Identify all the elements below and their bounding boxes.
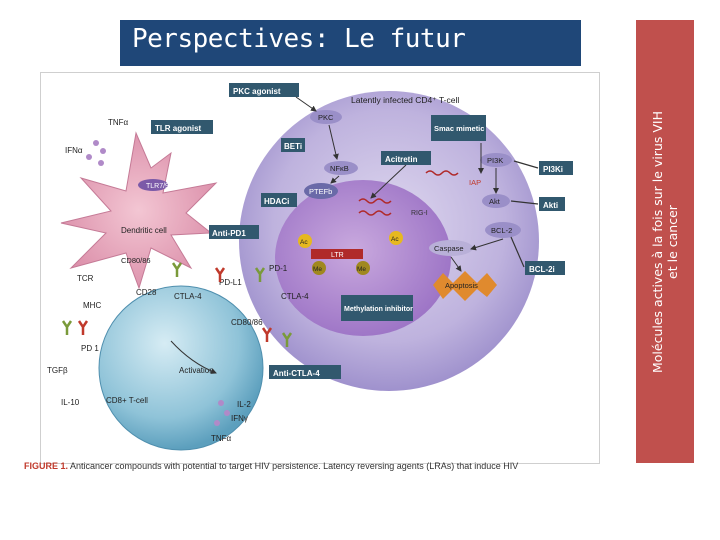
caption-label: FIGURE 1.: [24, 461, 69, 471]
drug-smac-mimetic: Smac mimetic: [434, 124, 484, 133]
tnfa-label: TNFα: [108, 118, 129, 127]
nfkb-label: NFκB: [330, 164, 349, 173]
pi3k-label: PI3K: [487, 156, 503, 165]
apoptosis-label: Apoptosis: [445, 281, 478, 290]
ptefb-label: PTEFb: [309, 187, 332, 196]
figure-frame: Latently infected CD4⁺ T-cell TLR7/9 Den…: [40, 72, 600, 464]
side-note-line2: et le cancer: [665, 205, 680, 279]
il10-label: IL-10: [61, 398, 80, 407]
drug-bcl2i: BCL-2i: [529, 265, 555, 274]
drug-akti: Akti: [543, 201, 558, 210]
drug-anti-ctla4: Anti-CTLA-4: [273, 369, 320, 378]
drug-hdaci: HDACi: [264, 197, 289, 206]
tlr-label: TLR7/9: [146, 183, 169, 190]
iap-label: IAP: [469, 178, 481, 187]
figure-caption: FIGURE 1. Anticancer compounds with pote…: [24, 461, 614, 471]
pd1-label: PD-1: [269, 264, 288, 273]
dendritic-cell: [60, 131, 218, 290]
dendritic-cell-label: Dendritic cell: [121, 226, 167, 235]
cd28-label: CD28: [136, 288, 157, 297]
ifng-label: IFNγ: [231, 414, 248, 423]
slide-title: Perspectives: Le futur: [132, 24, 466, 54]
bcl2-label: BCL-2: [491, 226, 512, 235]
ac-label-2: Ac: [391, 236, 399, 243]
pkc-label: PKC: [318, 113, 334, 122]
tnfa-label-cd8: TNFα: [211, 434, 232, 443]
hiv-cancer-diagram: Latently infected CD4⁺ T-cell TLR7/9 Den…: [47, 83, 573, 451]
cd80-86-label-latent: CD80/86: [231, 318, 263, 327]
ctla4-label-latent: CTLA-4: [281, 292, 309, 301]
rigi-label: RIG-I: [411, 210, 428, 217]
cd8-cell-label: CD8+ T-cell: [106, 396, 148, 405]
drug-pkc-agonist: PKC agonist: [233, 87, 281, 96]
latent-cell-label: Latently infected CD4⁺ T-cell: [351, 95, 459, 105]
me-label-1: Me: [313, 266, 322, 273]
drug-anti-pd1: Anti-PD1: [212, 229, 246, 238]
tlr-receptor: [138, 179, 168, 191]
me-label-2: Me: [357, 266, 366, 273]
cd8-t-cell: [98, 285, 264, 451]
cd80-86-label: CD80/86: [121, 256, 151, 265]
ifna-label: IFNα: [65, 146, 83, 155]
drug-tlr-agonist: TLR agonist: [155, 124, 202, 133]
pdl1-label: PD-L1: [219, 278, 242, 287]
tcr-label: TCR: [77, 274, 94, 283]
drug-methylation-inhibitor: Methylation inhibitor: [344, 306, 413, 313]
title-bar: Perspectives: Le futur: [120, 20, 581, 66]
drug-acitretin: Acitretin: [385, 155, 418, 164]
pd1-label-cd8: PD 1: [81, 344, 99, 353]
ac-label-1: Ac: [300, 239, 308, 246]
ltr-label: LTR: [331, 252, 344, 259]
drug-beti: BETi: [284, 142, 302, 151]
akt-label: Akt: [489, 197, 501, 206]
il2-label: IL-2: [237, 400, 251, 409]
ctla4-label-dc: CTLA-4: [174, 292, 202, 301]
side-note-panel: Molécules actives à la fois sur le virus…: [636, 20, 694, 463]
tgfb-label: TGFβ: [47, 366, 68, 375]
caspase-label: Caspase: [434, 244, 464, 253]
caption-text: Anticancer compounds with potential to t…: [70, 461, 519, 471]
mhc-label: MHC: [83, 301, 101, 310]
side-note-line1: Molécules actives à la fois sur le virus…: [650, 111, 665, 374]
side-note-text: Molécules actives à la fois sur le virus…: [650, 22, 680, 462]
activation-label: Activation: [179, 366, 214, 375]
drug-pi3ki: PI3Ki: [543, 165, 563, 174]
